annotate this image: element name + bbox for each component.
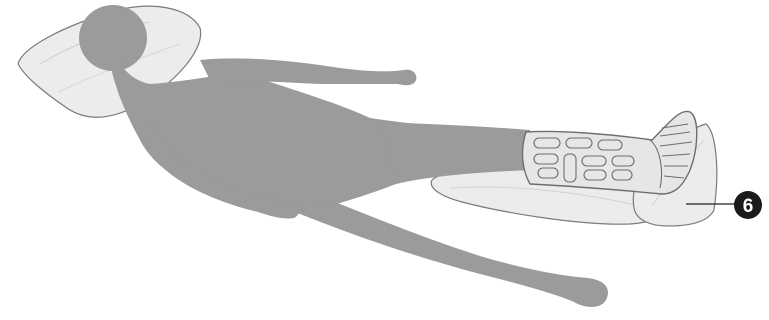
leg-brace — [523, 111, 697, 194]
callout-label: 6 — [743, 196, 754, 217]
head — [79, 5, 147, 71]
callout-badge-6: 6 — [734, 191, 762, 219]
